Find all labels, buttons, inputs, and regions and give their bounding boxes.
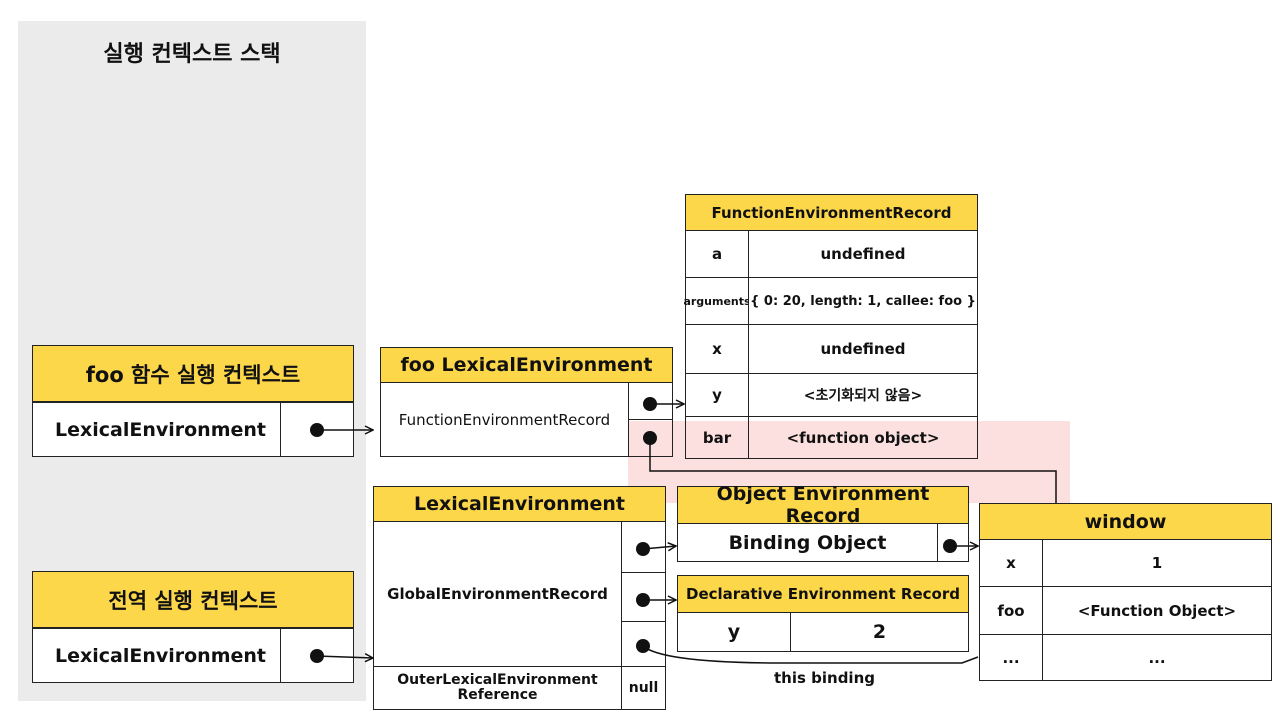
declarative-env-record-title: Declarative Environment Record — [677, 575, 969, 613]
stack-title: 실행 컨텍스트 스택 — [103, 42, 281, 67]
global-context-title: 전역 실행 컨텍스트 — [32, 571, 354, 628]
window-key-foo: foo — [979, 586, 1043, 635]
foo-lexical-env-title: foo LexicalEnvironment — [380, 347, 673, 383]
window-value-more: ... — [1042, 634, 1272, 681]
fer-key-arguments: arguments — [683, 277, 751, 325]
line-this-binding-to-window — [642, 645, 979, 664]
fer-key-a: a — [685, 230, 749, 278]
global-context-pointer-cell — [280, 628, 354, 683]
decl-key-y: y — [677, 612, 791, 652]
decl-value-y: 2 — [790, 612, 969, 652]
object-env-record-title: Object Environment Record — [677, 483, 969, 527]
global-lexical-env-title: LexicalEnvironment — [373, 486, 666, 522]
window-title: window — [979, 503, 1272, 540]
declarative-record-pointer — [621, 572, 666, 622]
foo-function-env-record-label: FunctionEnvironmentRecord — [380, 382, 629, 457]
fer-key-x: x — [685, 324, 749, 374]
foo-context-lexical-env: LexicalEnvironment — [32, 402, 281, 457]
fer-value-x: undefined — [748, 324, 978, 374]
line-foo-outer-to-window — [649, 438, 1057, 503]
fer-value-a: undefined — [748, 230, 978, 278]
fer-value-bar: <function object> — [748, 416, 978, 459]
fer-value-arguments: { 0: 20, length: 1, callee: foo } — [748, 277, 978, 325]
fer-value-y: <초기화되지 않음> — [748, 373, 978, 417]
arrow-global-context-to-lexenv — [316, 656, 373, 658]
outer-lexical-env-reference: OuterLexicalEnvironment Reference — [373, 666, 622, 710]
window-value-foo: <Function Object> — [1042, 586, 1272, 635]
fer-key-y: y — [685, 373, 749, 417]
binding-object-label: Binding Object — [677, 523, 938, 562]
function-env-record-title: FunctionEnvironmentRecord — [685, 194, 978, 231]
binding-object-pointer — [937, 523, 969, 562]
global-context-lexical-env: LexicalEnvironment — [32, 628, 281, 683]
foo-context-title: foo 함수 실행 컨텍스트 — [32, 345, 354, 402]
window-value-x: 1 — [1042, 539, 1272, 587]
outer-reference-null: null — [621, 666, 666, 710]
arrow-to-object-record — [642, 546, 676, 549]
global-env-record-label: GlobalEnvironmentRecord — [373, 521, 622, 667]
this-binding-label: this binding — [774, 669, 875, 687]
